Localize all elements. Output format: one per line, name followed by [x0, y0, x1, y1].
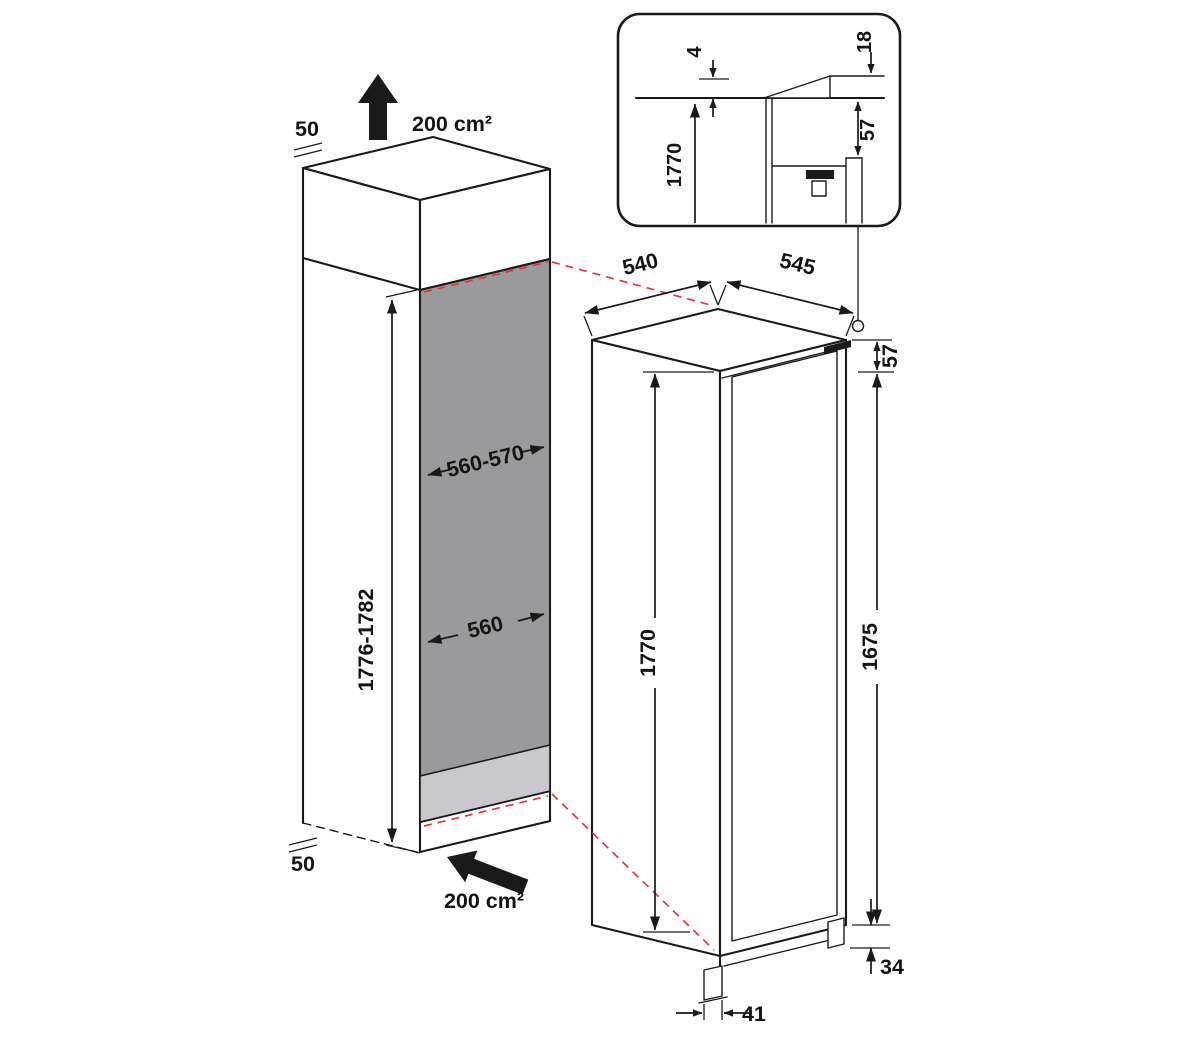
- dim-bottom-clearance-label: 50: [291, 852, 315, 876]
- appliance-dimensions: 540 545 1770 57 1675 34 41: [583, 248, 904, 1026]
- inset-hinge-body: [811, 180, 827, 197]
- projection-lines: [423, 261, 715, 951]
- appliance-door: [718, 338, 848, 958]
- dim-depth-label: 540: [620, 248, 661, 280]
- niche-back-panel: [418, 257, 552, 824]
- dim-foot-depth-label: 41: [742, 1002, 766, 1026]
- appliance-view: [590, 307, 851, 1004]
- dim-width-label: 545: [777, 248, 818, 280]
- front-left-foot: [703, 965, 723, 1001]
- appliance-feet: [698, 917, 845, 1004]
- front-right-foot: [827, 917, 845, 949]
- airflow-up-arrow-icon: [358, 74, 398, 140]
- dim-plinth-height-label: 34: [880, 955, 904, 979]
- door-inner-outline: [731, 350, 838, 942]
- cabinet-dimensions: 50 200 cm² 1776-1782 560-570 560 50 200 …: [288, 112, 545, 913]
- dim-door-height-label: 1675: [858, 623, 882, 671]
- inset-hinge-block: [806, 170, 834, 179]
- dim-height-label: 1770: [636, 629, 660, 677]
- dim-niche-height-label: 1776-1782: [354, 589, 378, 692]
- inset-dim-height-label: 1770: [664, 143, 686, 188]
- inset-leader-marker: [851, 319, 865, 333]
- dim-top-gap-label: 57: [878, 344, 902, 368]
- inset-dim-gap-label: 4: [684, 46, 706, 58]
- cabinet-niche-view: [301, 74, 552, 895]
- top-detail-inset: 4 18 57 1770: [616, 12, 902, 333]
- airflow-bottom-arrow-icon: [447, 850, 529, 895]
- cabinet-top-box: [301, 135, 552, 292]
- vent-area-bottom-label: 200 cm²: [444, 889, 524, 913]
- vent-area-top-label: 200 cm²: [412, 112, 492, 136]
- hinge-cover: [824, 340, 851, 354]
- dim-top-clearance-label: 50: [295, 117, 319, 141]
- inset-dim-edge-label: 18: [854, 31, 876, 53]
- inset-dim-recess-label: 57: [857, 119, 879, 141]
- inset-worktop-section: [634, 75, 886, 224]
- cabinet-outline: [301, 256, 552, 854]
